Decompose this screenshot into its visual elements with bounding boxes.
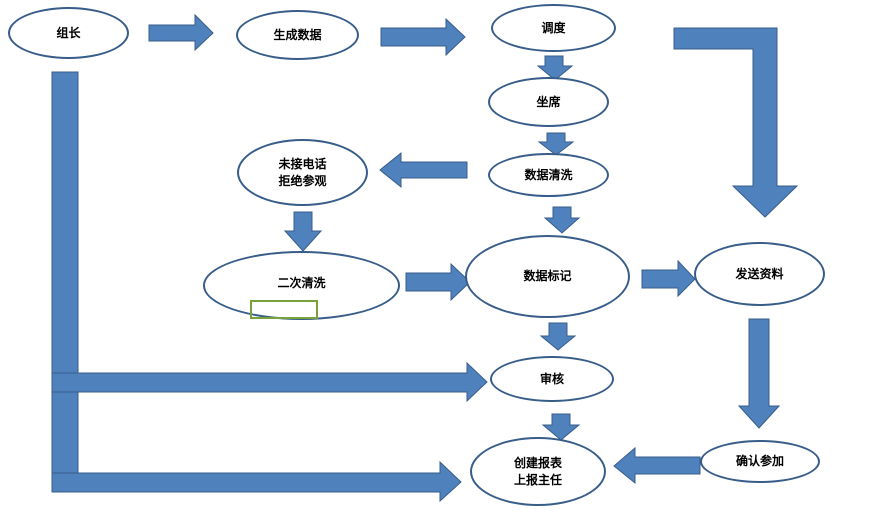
leader-vertical-bar: [51, 71, 79, 493]
node-review: 审核: [490, 356, 614, 402]
node-confirm-label: 确认参加: [735, 454, 784, 468]
node-report-label: 创建报表 上报主任: [513, 455, 562, 487]
node-leader-label: 组长: [56, 25, 81, 40]
node-send: 发送资料: [694, 242, 825, 306]
node-generate-label: 生成数据: [273, 27, 322, 42]
node-dispatch: 调度: [491, 4, 616, 52]
node-dispatch-label: 调度: [541, 20, 566, 35]
arrow-send-to-confirm: [737, 318, 781, 429]
arrow-clean-to-mark: [543, 206, 581, 234]
arrow-dispatch-to-seat: [536, 55, 574, 81]
arrow-review-to-report: [541, 413, 581, 441]
node-reclean: 二次清洗: [203, 251, 400, 320]
arrow-leader-to-report: [51, 460, 462, 503]
arrow-mark-to-review: [539, 322, 577, 351]
arrow-reclean-to-mark: [405, 262, 471, 302]
node-generate: 生成数据: [236, 10, 359, 60]
arrow-generate-to-dispatch: [380, 17, 466, 57]
arrow-confirm-to-report: [613, 446, 701, 485]
node-mark-label: 数据标记: [523, 269, 572, 283]
arrow-seat-to-clean: [537, 132, 575, 156]
node-clean-label: 数据清洗: [524, 167, 573, 182]
node-unanswered: 未接电话 拒绝参观: [237, 139, 368, 206]
node-reclean-label: 二次清洗: [277, 276, 326, 290]
arrow-mark-to-send: [641, 259, 696, 298]
node-report: 创建报表 上报主任: [470, 437, 606, 506]
node-seat-label: 坐席: [536, 94, 561, 109]
arrow-leader-to-review: [51, 361, 488, 403]
green-marker-box: [250, 300, 318, 319]
arrow-leader-to-generate: [148, 13, 214, 52]
node-send-label: 发送资料: [735, 266, 784, 281]
node-unanswered-label: 未接电话 拒绝参观: [278, 156, 327, 188]
node-clean: 数据清洗: [488, 153, 609, 197]
arrow-clean-to-unanswered: [379, 151, 468, 189]
node-mark: 数据标记: [465, 235, 630, 318]
node-leader: 组长: [8, 7, 129, 59]
node-confirm: 确认参加: [700, 440, 820, 483]
node-review-label: 审核: [539, 371, 564, 386]
node-seat: 坐席: [488, 77, 609, 127]
arrow-unanswered-to-reclean: [283, 211, 323, 252]
arrow-dispatch-to-send: [673, 27, 799, 218]
